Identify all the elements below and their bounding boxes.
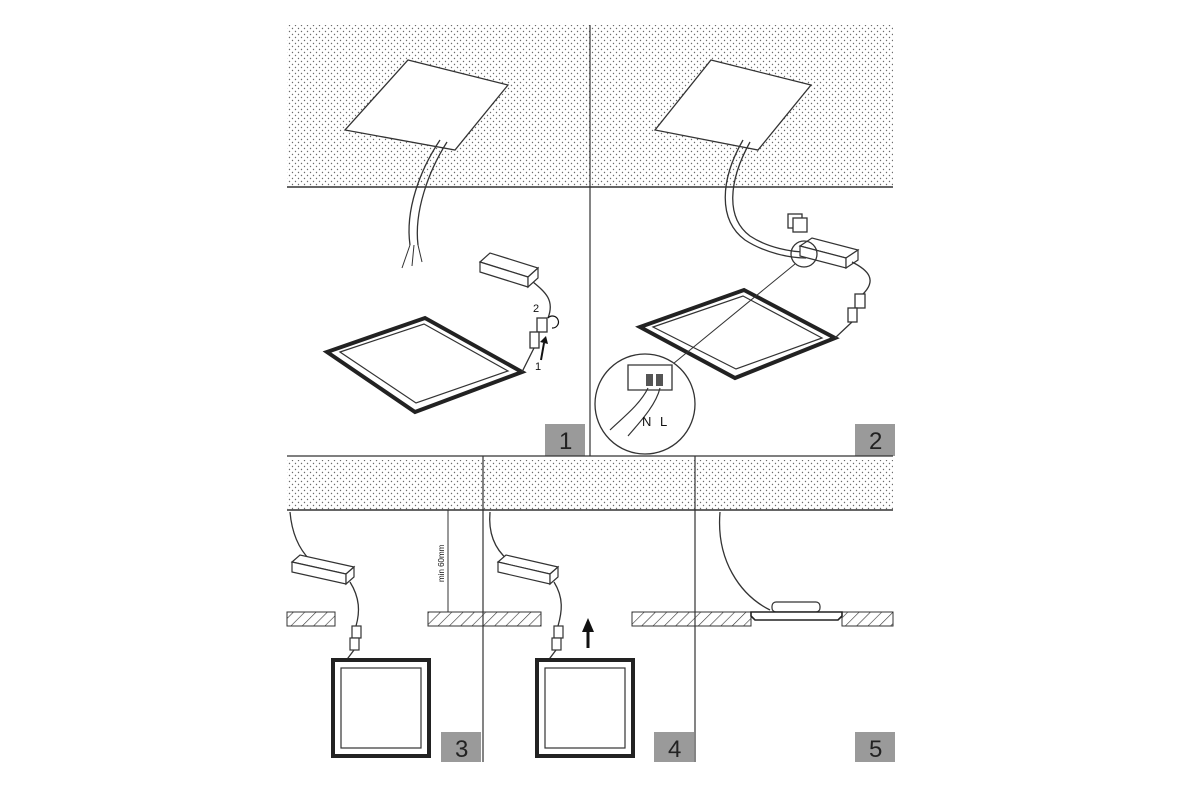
- ceiling-slab: [287, 460, 483, 510]
- terminal-label-l: L: [660, 414, 667, 429]
- suspended-ceiling-left: [286, 611, 336, 627]
- mains-cable: [289, 511, 311, 561]
- suspended-ceiling-right: [631, 611, 696, 627]
- ceiling-slab: [695, 460, 893, 510]
- driver-cable: [349, 581, 360, 627]
- connector: [521, 317, 548, 373]
- panel-step-2: N L 2: [590, 25, 895, 456]
- callout-leader: [667, 263, 796, 369]
- terminal-cover: [787, 213, 808, 233]
- mains-cable: [718, 511, 771, 611]
- step-badge: [545, 424, 585, 456]
- led-panel: [331, 658, 431, 758]
- suspended-ceiling-right: [841, 611, 894, 627]
- led-panel: [322, 315, 527, 415]
- cable-wires: [401, 244, 423, 269]
- suspended-ceiling-left: [482, 611, 542, 627]
- step-badge: [441, 732, 481, 762]
- rotate-arrow: 2: [533, 303, 560, 329]
- panel-step-5: 5: [694, 460, 895, 763]
- led-panel: [535, 658, 635, 758]
- connector: [344, 625, 362, 663]
- step-number: 5: [869, 736, 882, 763]
- suspended-ceiling-right: [427, 611, 484, 627]
- ceiling-slab: [483, 460, 695, 510]
- panel-step-4: 4: [482, 460, 696, 763]
- arrow-label-2: 2: [533, 303, 539, 315]
- step-number: 1: [559, 428, 572, 455]
- arrow-label-1: 1: [535, 361, 541, 373]
- push-up-arrow: [582, 618, 594, 648]
- step-number: 2: [869, 428, 882, 455]
- connector: [834, 293, 866, 339]
- step-badge: [654, 732, 694, 762]
- step-number: 4: [668, 736, 681, 763]
- mains-cable: [408, 139, 448, 246]
- mains-cable: [489, 511, 509, 561]
- step-badge: [855, 424, 895, 456]
- ceiling-opening: [343, 59, 510, 151]
- dimension-label: min 60mm: [437, 544, 446, 582]
- terminal-detail-callout: N L: [594, 353, 696, 455]
- led-driver: [290, 554, 356, 586]
- ceiling-opening: [653, 59, 813, 151]
- led-driver: [496, 554, 560, 586]
- mains-cable: [724, 139, 807, 259]
- terminal-label-n: N: [642, 414, 651, 429]
- clearance-dimension: min 60mm: [437, 509, 453, 613]
- driver-cable: [553, 581, 562, 627]
- connect-arrow: 1: [535, 336, 548, 373]
- suspended-ceiling-left: [694, 611, 752, 627]
- detail-callout-ring: [790, 240, 818, 268]
- led-driver: [478, 252, 551, 319]
- panel-step-3: min 60mm 3: [286, 460, 484, 763]
- step-badge: [855, 732, 895, 762]
- led-driver: [798, 237, 871, 296]
- connector: [546, 625, 564, 663]
- step-number: 3: [455, 736, 468, 763]
- panel-step-1: 1 2 1: [287, 25, 590, 456]
- installed-led-panel: [750, 611, 843, 621]
- installed-driver: [771, 601, 821, 613]
